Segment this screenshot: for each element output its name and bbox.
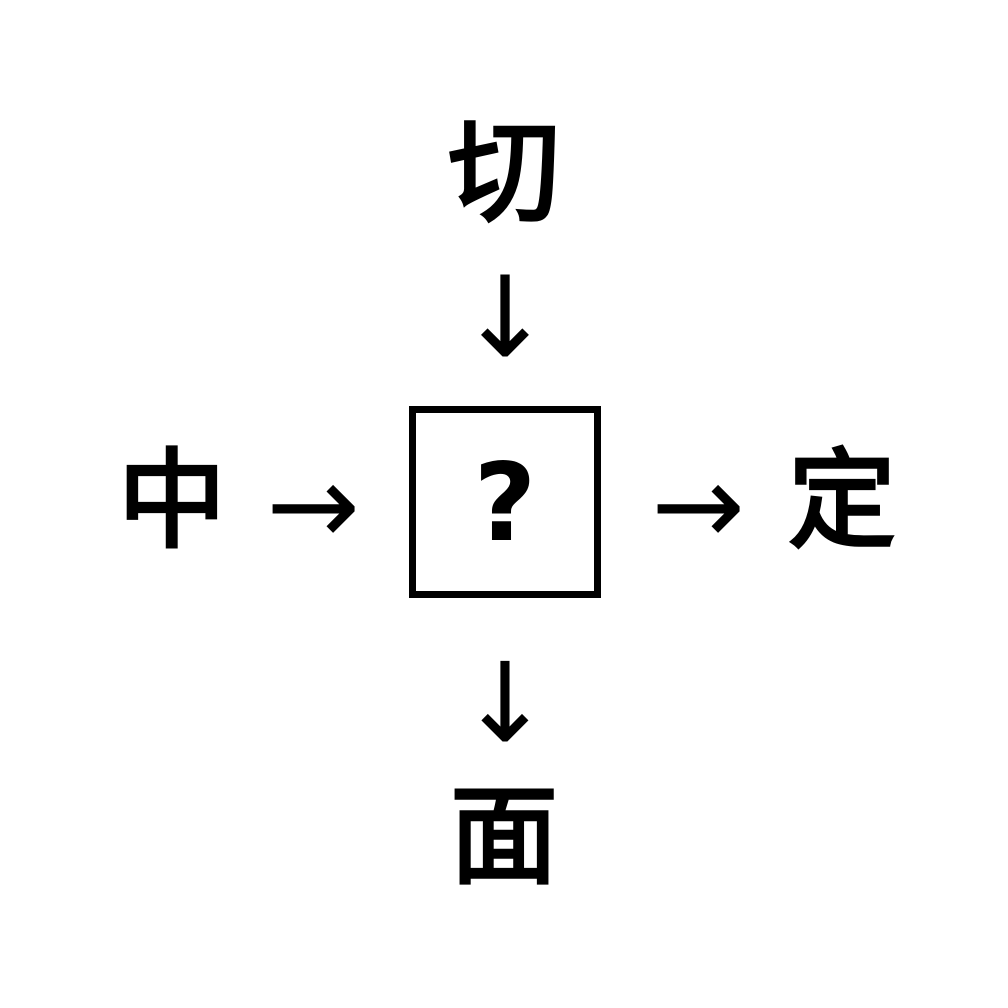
arrow-right-icon-right: → <box>651 441 745 571</box>
prompt-character-left: 中 <box>117 439 226 564</box>
prompt-character-top: 切 <box>448 109 560 239</box>
question-mark-glyph: ? <box>473 441 537 566</box>
arrow-down-icon-bottom: ↓ <box>458 639 552 767</box>
answer-box[interactable]: ? <box>409 406 601 598</box>
arrow-down-icon-top: ↓ <box>458 253 552 383</box>
arrow-right-icon-left: → <box>266 441 360 571</box>
prompt-character-bottom: 面 <box>449 775 558 900</box>
prompt-character-right: 定 <box>787 439 896 564</box>
